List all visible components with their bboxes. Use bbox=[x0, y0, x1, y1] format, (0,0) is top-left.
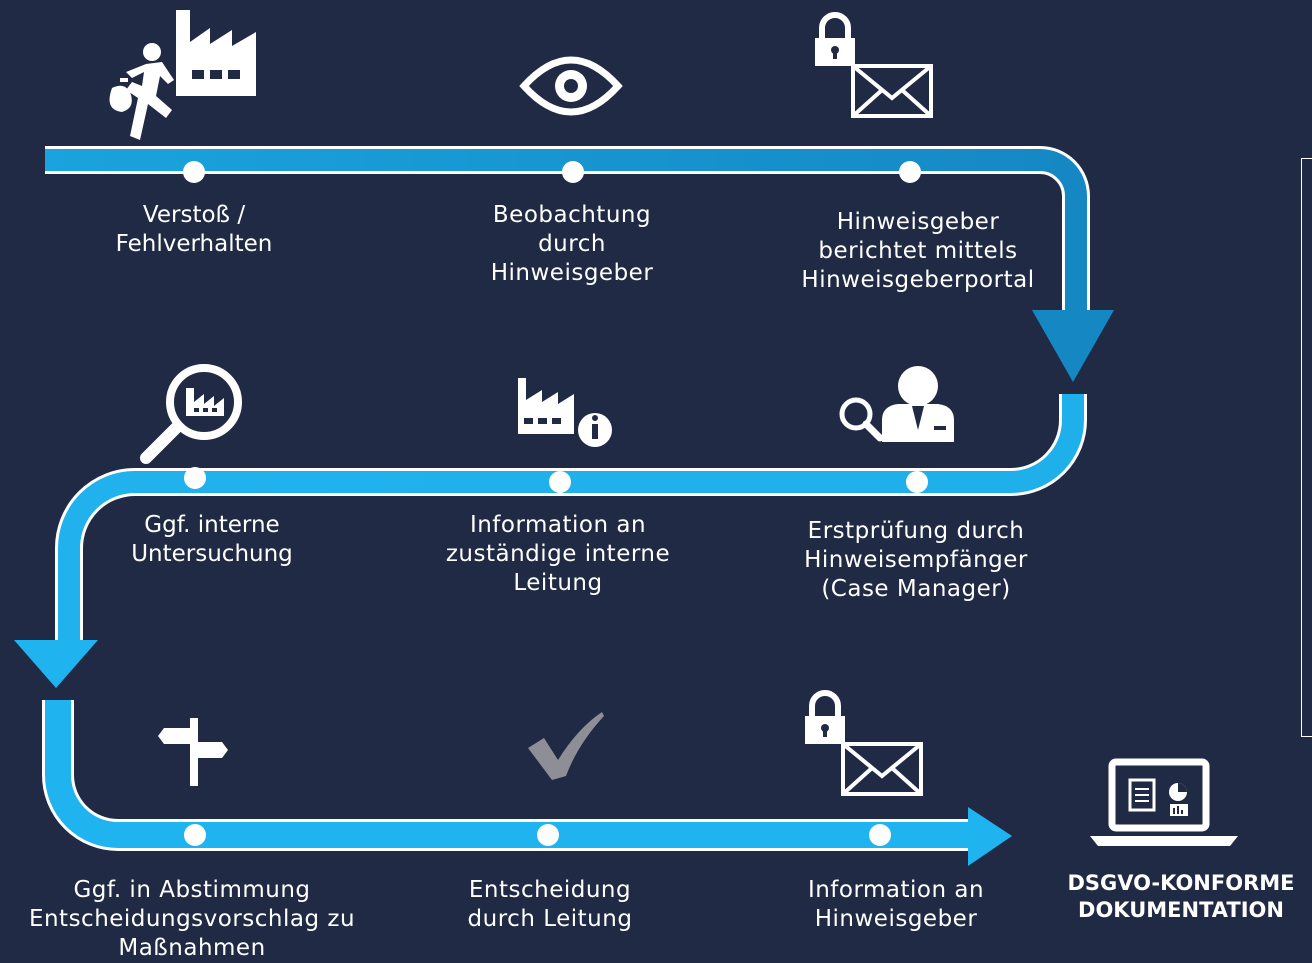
step-label-information-hinweisgeber: Information an Hinweisgeber bbox=[807, 877, 985, 932]
node-8 bbox=[537, 824, 559, 846]
lock-mail-icon bbox=[815, 12, 933, 118]
signpost-icon bbox=[158, 718, 228, 786]
step-label-entscheidungsvorschlag: Ggf. in Abstimmung Entscheidungsvorschla… bbox=[28, 877, 356, 961]
node-9 bbox=[869, 824, 891, 846]
flow-track-middle bbox=[14, 394, 1087, 688]
step-label-entscheidung: Entscheidung durch Leitung bbox=[467, 877, 633, 932]
node-2 bbox=[562, 161, 584, 183]
node-1 bbox=[183, 161, 205, 183]
node-3 bbox=[899, 161, 921, 183]
flow-nodes bbox=[183, 161, 928, 846]
step-label-verstoss: Verstoß / Fehlverhalten bbox=[115, 202, 273, 257]
step-label-information-leitung: Information an zuständige interne Leitun… bbox=[445, 512, 671, 596]
factory-magnifier-icon bbox=[140, 364, 242, 464]
checkmark-icon bbox=[528, 712, 604, 780]
lock-mail-icon-bottom bbox=[805, 690, 923, 796]
node-4 bbox=[906, 471, 928, 493]
flow-track-bottom bbox=[42, 700, 1012, 866]
laptop-report-icon bbox=[1090, 758, 1238, 846]
side-panel-frame bbox=[1301, 158, 1312, 737]
step-label-interne-untersuchung: Ggf. interne Untersuchung bbox=[131, 512, 293, 567]
arrow-right-end bbox=[968, 807, 1012, 866]
thief-factory-icon bbox=[109, 10, 256, 140]
investigator-icon bbox=[839, 366, 954, 442]
node-7 bbox=[184, 824, 206, 846]
step-label-beobachtung: Beobachtung durch Hinweisgeber bbox=[490, 202, 654, 286]
arrow-down-left bbox=[14, 640, 98, 688]
step-label-erstpruefung: Erstprüfung durch Hinweisempfänger (Case… bbox=[804, 518, 1028, 602]
step-label-hinweisgeber-berichtet: Hinweisgeber berichtet mittels Hinweisge… bbox=[801, 209, 1035, 293]
node-5 bbox=[549, 471, 571, 493]
flow-track-top bbox=[45, 146, 1114, 382]
arrow-down-right bbox=[1032, 310, 1114, 382]
node-6 bbox=[184, 467, 206, 489]
eye-icon bbox=[519, 56, 623, 116]
factory-info-icon bbox=[518, 378, 612, 447]
documentation-title: DSGVO-KONFORME DOKUMENTATION bbox=[1067, 871, 1295, 922]
